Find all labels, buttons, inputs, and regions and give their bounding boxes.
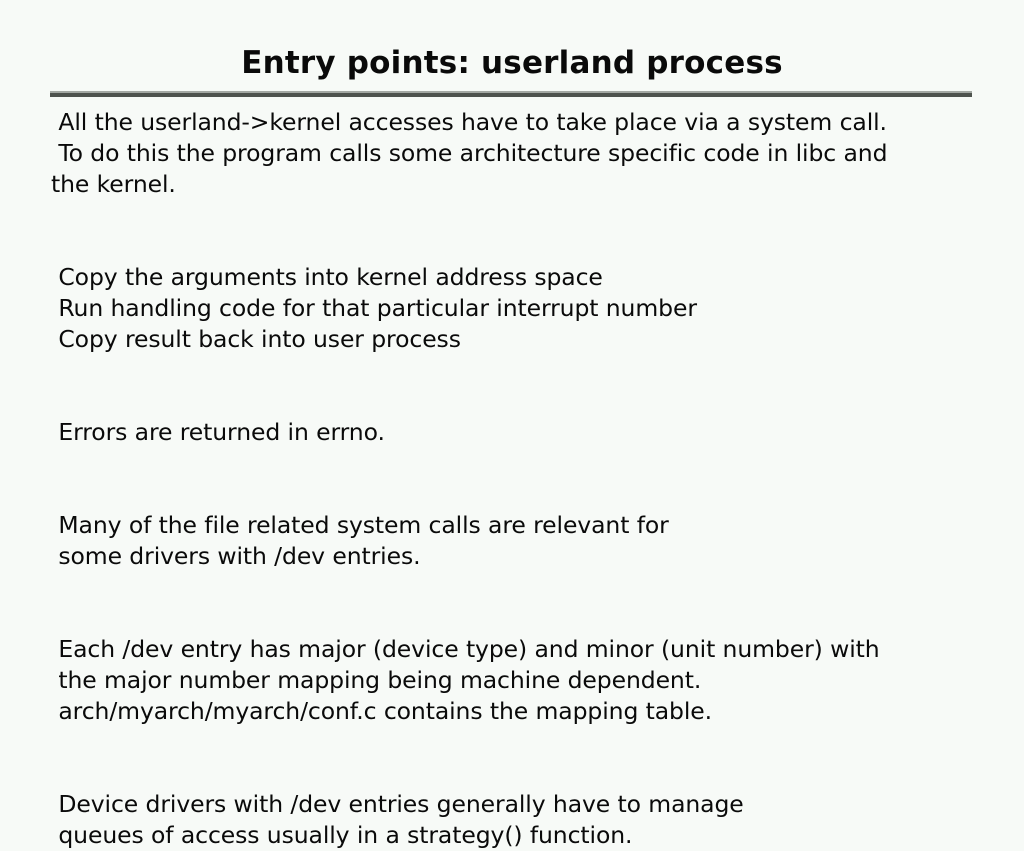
paragraph-spacer — [51, 386, 996, 417]
paragraph-spacer — [51, 479, 996, 510]
text-line: arch/myarch/myarch/conf.c contains the m… — [51, 697, 713, 725]
divider-shadow — [50, 93, 972, 97]
title-divider — [50, 91, 972, 97]
paragraph-intro: All the userland->kernel accesses have t… — [51, 107, 996, 200]
paragraph-steps: Copy the arguments into kernel address s… — [51, 262, 996, 355]
paragraph-spacer — [51, 231, 996, 262]
text-line: some drivers with /dev entries. — [51, 542, 421, 570]
paragraph-spacer — [51, 758, 996, 789]
paragraph-spacer — [51, 727, 996, 758]
slide-body: All the userland->kernel accesses have t… — [51, 107, 996, 851]
text-line: Errors are returned in errno. — [51, 418, 385, 446]
text-line: the kernel. — [51, 170, 176, 198]
paragraph-spacer — [51, 448, 996, 479]
text-line: Copy result back into user process — [51, 325, 461, 353]
text-line: Copy the arguments into kernel address s… — [51, 263, 603, 291]
text-line: Each /dev entry has major (device type) … — [51, 635, 880, 663]
paragraph-errors: Errors are returned in errno. — [51, 417, 996, 448]
paragraph-spacer — [51, 572, 996, 603]
slide: Entry points: userland process All the u… — [50, 45, 972, 849]
paragraph-file-calls: Many of the file related system calls ar… — [51, 510, 996, 572]
page-title: Entry points: userland process — [241, 45, 783, 81]
text-line: queues of access usually in a strategy()… — [51, 821, 633, 849]
text-line: To do this the program calls some archit… — [51, 139, 888, 167]
paragraph-spacer — [51, 355, 996, 386]
text-line: All the userland->kernel accesses have t… — [51, 108, 887, 136]
text-line: Run handling code for that particular in… — [51, 294, 697, 322]
divider-highlight — [50, 91, 972, 93]
text-line: the major number mapping being machine d… — [51, 666, 702, 694]
paragraph-device-drivers: Device drivers with /dev entries general… — [51, 789, 996, 851]
paragraph-spacer — [51, 603, 996, 634]
text-line: Many of the file related system calls ar… — [51, 511, 669, 539]
paragraph-spacer — [51, 200, 996, 231]
paragraph-dev-entries: Each /dev entry has major (device type) … — [51, 634, 996, 727]
text-line: Device drivers with /dev entries general… — [51, 790, 744, 818]
